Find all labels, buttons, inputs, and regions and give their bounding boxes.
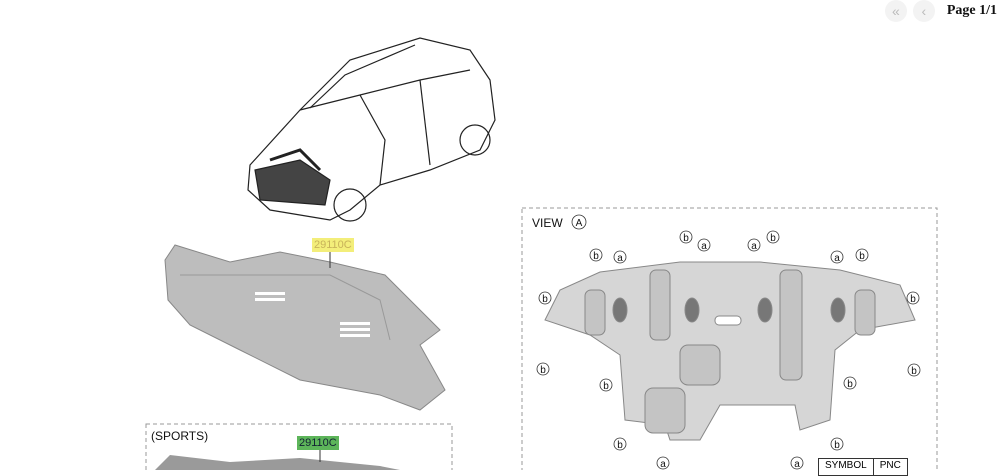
- first-page-button[interactable]: «: [884, 0, 907, 22]
- callouts: [536, 214, 921, 470]
- pager: « ‹ Page 1/1: [884, 0, 999, 22]
- page-indicator: Page 1/1: [946, 3, 997, 18]
- callout-label-b: b: [910, 294, 916, 305]
- undercover-part: [164, 244, 446, 411]
- callout-label-b: b: [683, 233, 689, 244]
- callout-label-b: b: [603, 381, 609, 392]
- view-a-box: [521, 207, 938, 470]
- callout-label-b: b: [834, 440, 840, 451]
- callout-label-b: b: [770, 233, 776, 244]
- callout-label-a: a: [660, 459, 666, 470]
- callout-label-b: b: [911, 366, 917, 377]
- double-chevron-left-icon: «: [891, 3, 900, 19]
- callout-label-b: b: [847, 379, 853, 390]
- prev-page-button[interactable]: ‹: [912, 0, 935, 22]
- callout-label-b: b: [593, 251, 599, 262]
- callout-label-b: b: [859, 251, 865, 262]
- callout-label-a: a: [834, 253, 840, 264]
- view-label: VIEW: [532, 216, 563, 230]
- callout-label-b: b: [540, 365, 546, 376]
- callout-labels: b b b b b b b b b b b b a a a a a a A: [540, 218, 917, 470]
- sports-box: [145, 423, 453, 470]
- sports-part-tag-29110c[interactable]: 29110C: [297, 436, 339, 450]
- callout-label-b: b: [617, 440, 623, 451]
- callout-b: [679, 230, 693, 244]
- car-illustration: [247, 37, 496, 222]
- callout-label-a: a: [794, 459, 800, 470]
- callout-label-b: b: [542, 294, 548, 305]
- callout-label-a: a: [701, 241, 707, 252]
- callout-label-a: a: [751, 241, 757, 252]
- view-marker: A: [576, 218, 583, 229]
- symbol-header: SYMBOL: [818, 458, 874, 476]
- chevron-left-icon: ‹: [921, 3, 927, 19]
- callout-label-a: a: [617, 253, 623, 264]
- part-tag-29110c[interactable]: 29110C: [312, 238, 354, 252]
- sports-undercover-part: [155, 450, 400, 470]
- sports-label: (SPORTS): [151, 429, 209, 443]
- pnc-header: PNC: [872, 458, 908, 476]
- view-a-undercover: [544, 261, 916, 441]
